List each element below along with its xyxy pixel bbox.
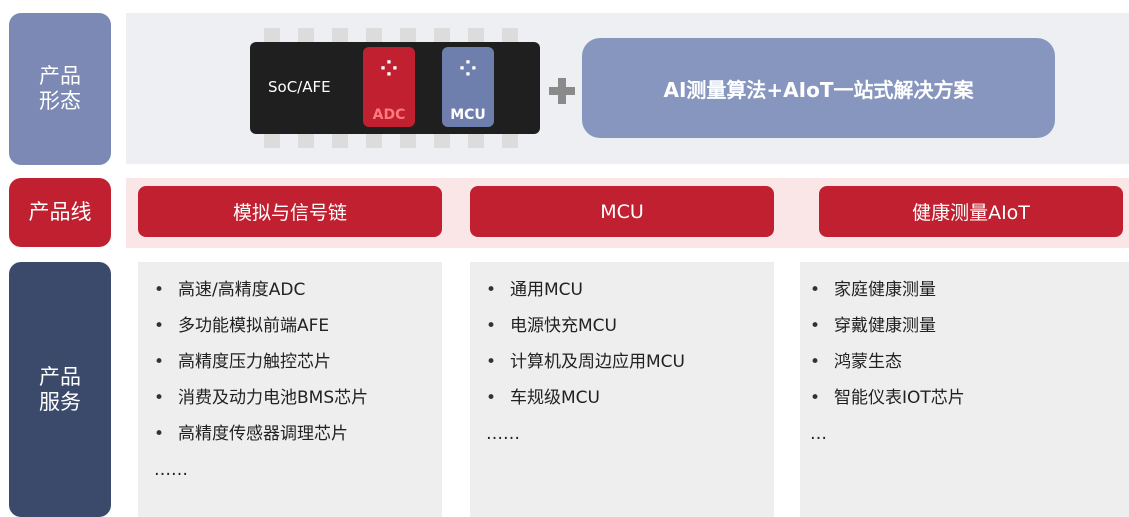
adc-chip-icon: ⁘ bbox=[379, 57, 399, 82]
list-item: 消费及动力电池BMS芯片 bbox=[154, 386, 368, 422]
list-item: 高精度传感器调理芯片 bbox=[154, 422, 368, 458]
product-line-mcu: MCU bbox=[470, 186, 774, 237]
list-more: … bbox=[810, 424, 827, 444]
list-item: 高精度压力触控芯片 bbox=[154, 350, 368, 386]
list-item: 穿戴健康测量 bbox=[810, 314, 965, 350]
list-item: 多功能模拟前端AFE bbox=[154, 314, 368, 350]
plus-icon bbox=[549, 78, 575, 104]
solution-box: AI测量算法+AIoT一站式解决方案 bbox=[582, 38, 1055, 138]
mcu-badge-label: MCU bbox=[450, 107, 486, 123]
list-item: 智能仪表IOT芯片 bbox=[810, 386, 965, 422]
list-item: 家庭健康测量 bbox=[810, 278, 965, 314]
solution-text: AI测量算法+AIoT一站式解决方案 bbox=[663, 77, 974, 102]
list-item: 车规级MCU bbox=[486, 386, 685, 422]
list-item: 电源快充MCU bbox=[486, 314, 685, 350]
product-service-label: 产品服务 bbox=[9, 262, 111, 517]
service-panel-mcu: 通用MCU 电源快充MCU 计算机及周边应用MCU 车规级MCU …… bbox=[470, 262, 774, 517]
chip-label: SoC/AFE bbox=[268, 78, 331, 96]
product-line-health-aiot: 健康测量AIoT bbox=[819, 186, 1123, 237]
adc-badge: ⁘ ADC bbox=[363, 47, 415, 127]
list-item: 通用MCU bbox=[486, 278, 685, 314]
list-more: …… bbox=[154, 460, 188, 480]
mcu-badge: ⁘ MCU bbox=[442, 47, 494, 127]
service-panel-health-aiot: 家庭健康测量 穿戴健康测量 鸿蒙生态 智能仪表IOT芯片 … bbox=[800, 262, 1129, 517]
list-item: 计算机及周边应用MCU bbox=[486, 350, 685, 386]
adc-badge-label: ADC bbox=[372, 107, 406, 123]
service-panel-analog: 高速/高精度ADC 多功能模拟前端AFE 高精度压力触控芯片 消费及动力电池BM… bbox=[138, 262, 442, 517]
product-line-label: 产品线 bbox=[9, 178, 111, 247]
list-more: …… bbox=[486, 424, 520, 444]
list-item: 鸿蒙生态 bbox=[810, 350, 965, 386]
mcu-chip-icon: ⁘ bbox=[458, 57, 478, 82]
list-item: 高速/高精度ADC bbox=[154, 278, 368, 314]
product-form-label: 产品形态 bbox=[9, 13, 111, 165]
product-line-analog: 模拟与信号链 bbox=[138, 186, 442, 237]
